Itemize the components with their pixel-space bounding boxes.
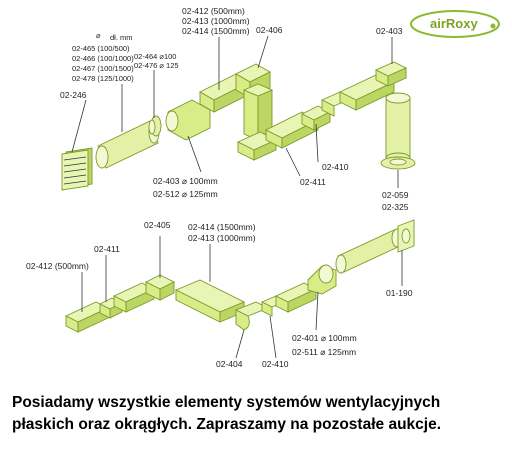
label-02-412-top: 02-412 (500mm): [182, 6, 245, 16]
label-02-403-100: 02-403 ⌀ 100mm: [153, 176, 218, 186]
flat-duct-02-414-bottom: [174, 279, 246, 323]
coupler-02-464: [148, 115, 162, 137]
label-02-406: 02-406: [256, 25, 283, 35]
label-02-405: 02-405: [144, 220, 171, 230]
grille-02-246: [61, 147, 93, 191]
label-02-512-125: 02-512 ⌀ 125mm: [153, 189, 218, 199]
footer-line-1: Posiadamy wszystkie elementy systemów we…: [12, 394, 441, 411]
elbow-lower-top: [236, 131, 278, 161]
flat-duct-bottom-b: [274, 282, 318, 313]
adapter-02-403-top-right: [374, 61, 408, 87]
vertical-round-pipe: [385, 92, 411, 164]
round-pipe-bottom: [335, 228, 403, 274]
label-02-246: 02-246: [60, 90, 87, 100]
label-02-404: 02-404: [216, 359, 243, 369]
label-diameter-symbol: ⌀: [96, 31, 101, 40]
label-02-413-top: 02-413 (1000mm): [182, 16, 250, 26]
footer-text: Posiadamy wszystkie elementy systemów we…: [12, 392, 502, 436]
grille-01-190: [397, 219, 415, 253]
adapter-02-401: [307, 264, 337, 295]
label-02-414-top: 02-414 (1500mm): [182, 26, 250, 36]
label-02-411-top: 02-411: [300, 177, 326, 187]
label-length-mm: dł. mm: [110, 33, 133, 42]
labels-bottom: 02-405 02-414 (1500mm) 02-413 (1000mm) 0…: [26, 220, 413, 369]
label-02-466: 02-466 (100/1000): [72, 54, 134, 63]
label-02-478: 02-478 (125/1000): [72, 74, 134, 83]
label-02-465: 02-465 (100/500): [72, 44, 130, 53]
footer-line-2: płaskich oraz okrągłych. Zapraszamy na p…: [12, 416, 442, 433]
label-02-412-bottom: 02-412 (500mm): [26, 261, 89, 271]
label-02-414-bottom: 02-414 (1500mm): [188, 222, 256, 232]
label-02-410-bottom: 02-410: [262, 359, 289, 369]
flat-duct-bottom-a: [112, 282, 156, 313]
label-02-059: 02-059: [382, 190, 409, 200]
label-02-464: 02-464 ⌀100: [134, 52, 176, 61]
adapter-02-403: [165, 99, 211, 141]
leader-lines: [71, 35, 403, 359]
label-02-403-top-right: 02-403: [376, 26, 403, 36]
disc-valve-02-059: [380, 156, 416, 170]
logo-text: airRoxy: [430, 16, 478, 31]
label-02-325: 02-325: [382, 202, 409, 212]
label-02-410-top: 02-410: [322, 162, 349, 172]
flat-duct-02-412-bottom: [64, 301, 110, 333]
airroxy-logo: airRoxy: [410, 10, 500, 38]
label-02-476: 02-476 ⌀ 125: [134, 61, 179, 70]
label-02-401: 02-401 ⌀ 100mm: [292, 333, 357, 343]
label-02-467: 02-467 (100/1500): [72, 64, 134, 73]
label-02-411-bottom: 02-411: [94, 244, 120, 254]
bend-02-404: [234, 301, 270, 331]
labels-top: 02-412 (500mm) 02-413 (1000mm) 02-414 (1…: [60, 6, 409, 212]
label-02-413-bottom: 02-413 (1000mm): [188, 233, 256, 243]
tee-02-405: [144, 274, 176, 301]
label-02-511: 02-511 ⌀ 125mm: [292, 347, 356, 357]
label-01-190: 01-190: [386, 288, 413, 298]
